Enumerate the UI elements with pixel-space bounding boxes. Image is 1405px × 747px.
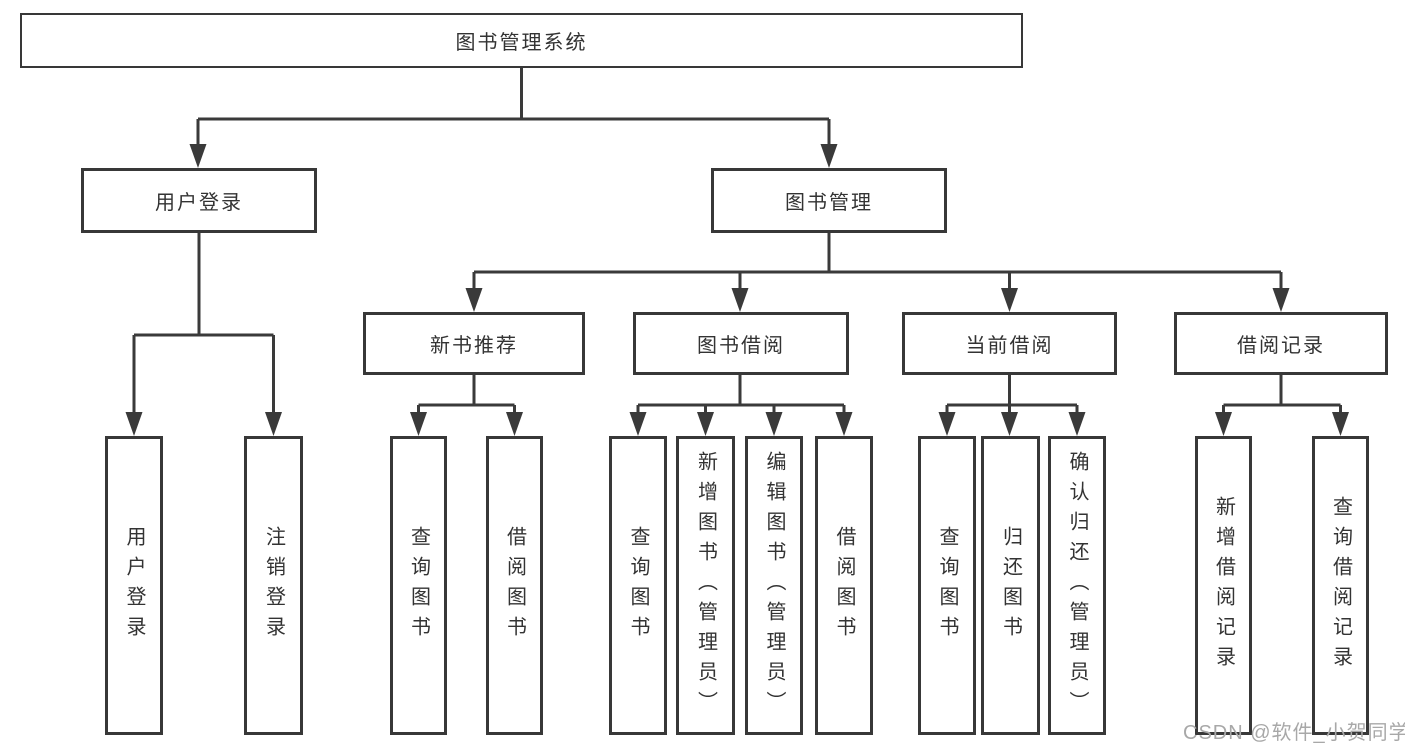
leaf-add-borrow-record-label: 新增借阅记录	[1212, 495, 1235, 676]
csdn-watermark: CSDN @软件_小贺同学	[1183, 722, 1405, 744]
leaf-add-book-admin: 新增图书（管理员）	[676, 436, 735, 735]
leaf-return-book-label: 归还图书	[999, 525, 1022, 646]
leaf-user-login-label: 用户登录	[123, 525, 145, 646]
node-root-label: 图书管理系统	[455, 32, 588, 54]
node-borrow-record: 借阅记录	[1174, 312, 1388, 375]
node-current-borrow: 当前借阅	[902, 312, 1117, 375]
edge-book-borrow-to-leaves	[636, 375, 846, 412]
leaf-logout-label: 注销登录	[262, 525, 285, 646]
edge-user-login-to-leaves	[132, 233, 275, 412]
leaf-edit-book-admin: 编辑图书（管理员）	[745, 436, 803, 735]
node-user-login-label: 用户登录	[155, 192, 243, 214]
leaf-query-book-borrow: 查询图书	[609, 436, 667, 735]
leaf-return-book: 归还图书	[981, 436, 1040, 735]
edge-root-to-level2	[196, 68, 831, 145]
node-root-system: 图书管理系统	[20, 13, 1023, 68]
leaf-query-book-borrow-label: 查询图书	[627, 525, 649, 646]
leaf-query-book-current-label: 查询图书	[936, 525, 958, 646]
leaf-user-login: 用户登录	[105, 436, 163, 735]
leaf-borrow-book-label: 借阅图书	[833, 525, 855, 646]
node-new-book-recommend-label: 新书推荐	[430, 335, 518, 357]
leaf-borrow-book: 借阅图书	[815, 436, 873, 735]
edge-new-book-to-leaves	[417, 375, 516, 412]
arrowheads	[125, 144, 1349, 436]
node-book-borrow-label: 图书借阅	[697, 335, 785, 357]
node-book-management-label: 图书管理	[785, 192, 873, 214]
edge-book-mgmt-to-level3	[472, 233, 1283, 289]
leaf-add-book-admin-label: 新增图书（管理员）	[694, 450, 717, 721]
leaf-logout: 注销登录	[244, 436, 303, 735]
node-borrow-record-label: 借阅记录	[1237, 335, 1325, 357]
node-current-borrow-label: 当前借阅	[965, 335, 1054, 357]
leaf-query-book-current: 查询图书	[918, 436, 976, 735]
leaf-query-borrow-record-label: 查询借阅记录	[1329, 495, 1352, 676]
node-user-login: 用户登录	[81, 168, 317, 233]
node-new-book-recommend: 新书推荐	[363, 312, 585, 375]
leaf-edit-book-admin-label: 编辑图书（管理员）	[763, 450, 785, 721]
edge-borrow-record-to-leaves	[1222, 375, 1342, 412]
node-book-management: 图书管理	[711, 168, 947, 233]
leaf-add-borrow-record: 新增借阅记录	[1195, 436, 1252, 735]
leaf-query-borrow-record: 查询借阅记录	[1312, 436, 1369, 735]
leaf-query-book-recommend: 查询图书	[390, 436, 447, 735]
edge-current-borrow-to-leaves	[945, 375, 1079, 412]
leaf-confirm-return-admin: 确认归还（管理员）	[1048, 436, 1106, 735]
leaf-borrow-book-recommend-label: 借阅图书	[503, 525, 526, 646]
leaf-confirm-return-admin-label: 确认归还（管理员）	[1066, 450, 1088, 721]
node-book-borrow: 图书借阅	[633, 312, 849, 375]
leaf-query-book-recommend-label: 查询图书	[407, 525, 430, 646]
leaf-borrow-book-recommend: 借阅图书	[486, 436, 543, 735]
